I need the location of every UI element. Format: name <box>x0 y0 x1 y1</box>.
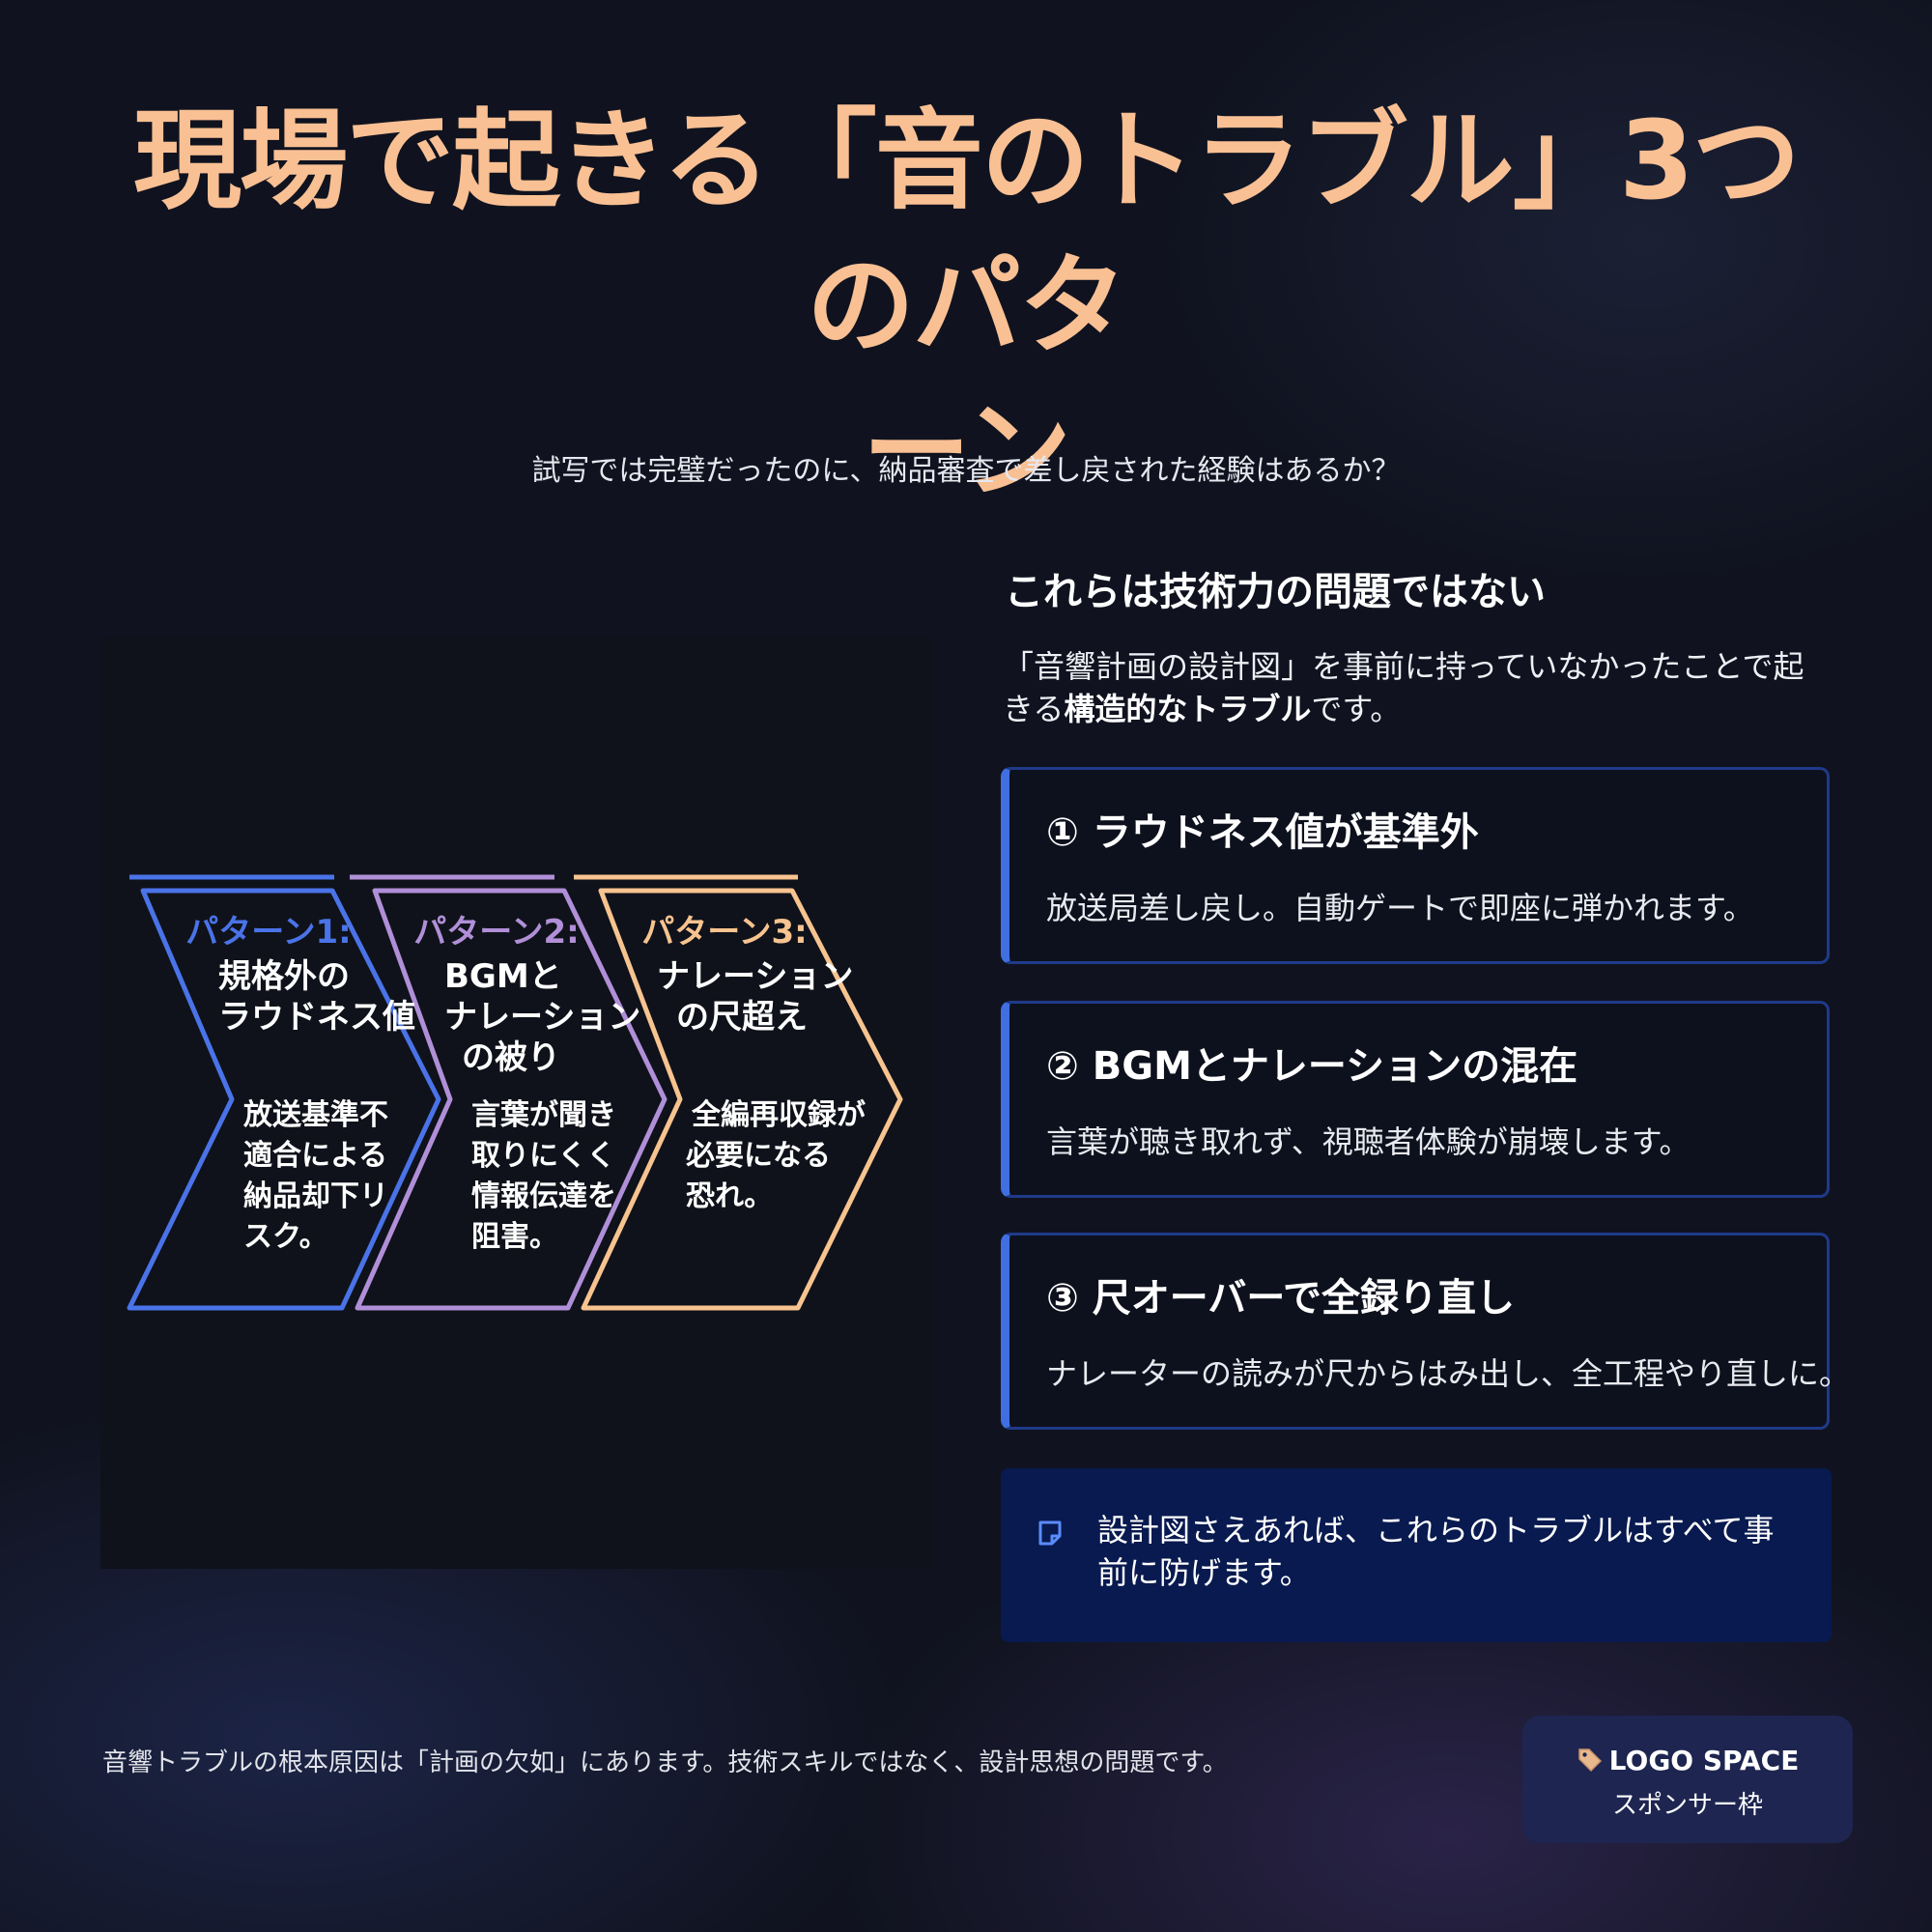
page-title: 現場で起きる「音のトラブル」3つのパタ ーン <box>97 89 1835 524</box>
trouble-card-3-body: ナレーターの読みが尺からはみ出し、全工程やり直しに。 <box>1046 1355 1851 1392</box>
note-box: 設計図さえあれば、これらのトラブルはすべて事前に防げます。 <box>1001 1468 1832 1642</box>
lead-text-part1: 「音響計画の設計図」を事前に持っていなかったことで起きる <box>1003 648 1804 727</box>
pattern-2-desc-line2: 取りにくく <box>471 1139 615 1173</box>
pattern-1-desc-line3: 納品却下リ <box>243 1179 388 1213</box>
lead-text-bold: 構造的なトラブル <box>1064 691 1312 727</box>
note-text: 設計図さえあれば、これらのトラブルはすべて事前に防げます。 <box>1097 1512 1775 1591</box>
chevron-3 <box>581 888 903 1311</box>
pattern-2-title-line2: ナレーション <box>444 998 640 1037</box>
trouble-card-2: ② BGMとナレーションの混在 言葉が聴き取れず、視聴者体験が崩壊します。 <box>1001 1001 1830 1198</box>
page-title-line2: ーン <box>862 388 1071 514</box>
logo-space-subtitle: スポンサー枠 <box>1611 1791 1763 1820</box>
pattern-2-label: パターン2: <box>413 913 580 952</box>
pattern-2-desc-line4: 阻害。 <box>471 1220 558 1254</box>
footer-text: 音響トラブルの根本原因は「計画の欠如」にあります。技術スキルではなく、設計思想の… <box>102 1748 1228 1777</box>
pattern-3-desc-line3: 恐れ。 <box>686 1179 773 1213</box>
logo-space-title-text: LOGO SPACE <box>1608 1745 1800 1776</box>
pattern-2-title-line1: BGMと <box>444 957 562 996</box>
lead-text-part2: です。 <box>1311 691 1402 727</box>
pattern-1-title-line2: ラウドネス値 <box>218 998 415 1037</box>
pattern-3-desc-line2: 必要になる <box>686 1139 831 1173</box>
trouble-card-1-title: ① ラウドネス値が基準外 <box>1046 810 1479 855</box>
chevron-2 <box>355 888 668 1311</box>
note-icon <box>1036 1519 1065 1551</box>
pattern-1-label: パターン1: <box>185 913 352 952</box>
logo-space-title: LOGO SPACE <box>1522 1745 1853 1780</box>
trouble-card-3: ③ 尺オーバーで全録り直し ナレーターの読みが尺からはみ出し、全工程やり直しに。 <box>1001 1233 1850 1430</box>
logo-space: LOGO SPACE スポンサー枠 <box>1522 1716 1853 1843</box>
pattern-1-desc-line1: 放送基準不 <box>242 1098 388 1132</box>
pattern-2-title-line3: の被り <box>462 1038 560 1077</box>
trouble-card-1-body: 放送局差し戻し。自動ゲートで即座に弾かれます。 <box>1046 890 1754 926</box>
pattern-chevrons: パターン1: 規格外の ラウドネス値 放送基準不 適合による 納品却下リ スク。… <box>127 874 903 1311</box>
pattern-3-title-line1: ナレーション <box>657 957 853 996</box>
pattern-2-desc-line1: 言葉が聞き <box>471 1098 616 1132</box>
pattern-1-desc-line4: スク。 <box>243 1220 328 1254</box>
lead-text: 「音響計画の設計図」を事前に持っていなかったことで起きる構造的なトラブルです。 <box>1003 645 1814 730</box>
pattern-1-title-line1: 規格外の <box>218 957 350 996</box>
pattern-3-desc-line1: 全編再収録が <box>691 1098 866 1132</box>
pattern-2-desc-line3: 情報伝達を <box>471 1179 616 1213</box>
section-heading: これらは技術力の問題ではない <box>1005 570 1546 614</box>
pattern-1-desc-line2: 適合による <box>243 1139 387 1173</box>
trouble-card-2-body: 言葉が聴き取れず、視聴者体験が崩壊します。 <box>1046 1123 1690 1160</box>
trouble-card-1: ① ラウドネス値が基準外 放送局差し戻し。自動ゲートで即座に弾かれます。 <box>1001 767 1830 964</box>
pattern-3-title-line2: の尺超え <box>676 998 808 1037</box>
pattern-diagram: パターン1: 規格外の ラウドネス値 放送基準不 適合による 納品却下リ スク。… <box>100 638 931 1569</box>
pattern-3-label: パターン3: <box>641 913 808 952</box>
tag-icon <box>1577 1747 1604 1780</box>
chevron-1 <box>127 888 441 1311</box>
trouble-card-2-title: ② BGMとナレーションの混在 <box>1046 1044 1578 1089</box>
page-subtitle: 試写では完璧だったのに、納品審査で差し戻された経験はあるか？ <box>531 454 1401 488</box>
page-title-line1: 現場で起きる「音のトラブル」3つのパタ <box>133 99 1801 369</box>
trouble-card-3-title: ③ 尺オーバーで全録り直し <box>1046 1276 1515 1321</box>
